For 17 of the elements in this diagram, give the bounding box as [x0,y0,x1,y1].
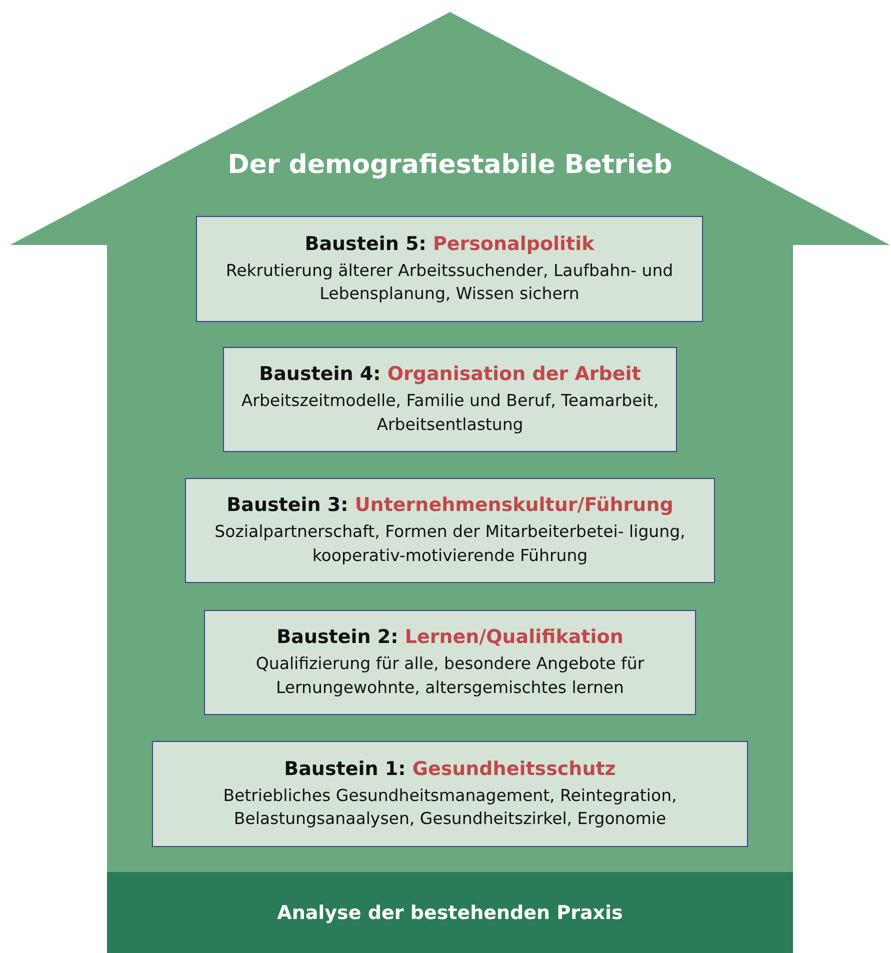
building-block-card [196,216,703,322]
block-heading: Baustein 4: Organisation der Arbeit [259,363,641,386]
block-description: Sozialpartnerschaft, Formen der Mitarbeiterbetei- ligung, kooperativ-motivierende Führung [214,521,686,566]
foundation-band: Analyse der bestehenden Praxis [107,872,793,953]
building-block-card [223,347,677,452]
block-heading: Baustein 3: Unternehmenskultur/Führung [226,494,674,516]
building-block-card [204,610,696,715]
building-block-card [152,741,748,847]
house-title: Der demografiestabile Betrieb [226,150,674,180]
block-heading: Baustein 1: Gesundheitsschutz [284,758,616,780]
block-heading: Baustein 2: Lernen/Qualifikation [276,626,624,648]
block-description: Arbeitszeitmodelle, Familie und Beruf, Teamarbeit, Arbeitsentlastung [240,390,660,436]
block-description: Rekrutierung älterer Arbeitssuchender, Laufbahn- und Lebensplanung, Wissen sichern [224,260,674,305]
building-block-card [185,478,715,583]
block-heading: Baustein 5: Personalpolitik [304,232,594,255]
block-description: Qualifizierung für alle, besondere Angebote für Lernungewohnte, altersgemischtes lernen [254,653,646,698]
block-description: Betriebliches Gesundheitsmanagement, Reintegration, Belastungsanaalysen, Gesundheitszirkel, Ergonomie [222,784,678,830]
